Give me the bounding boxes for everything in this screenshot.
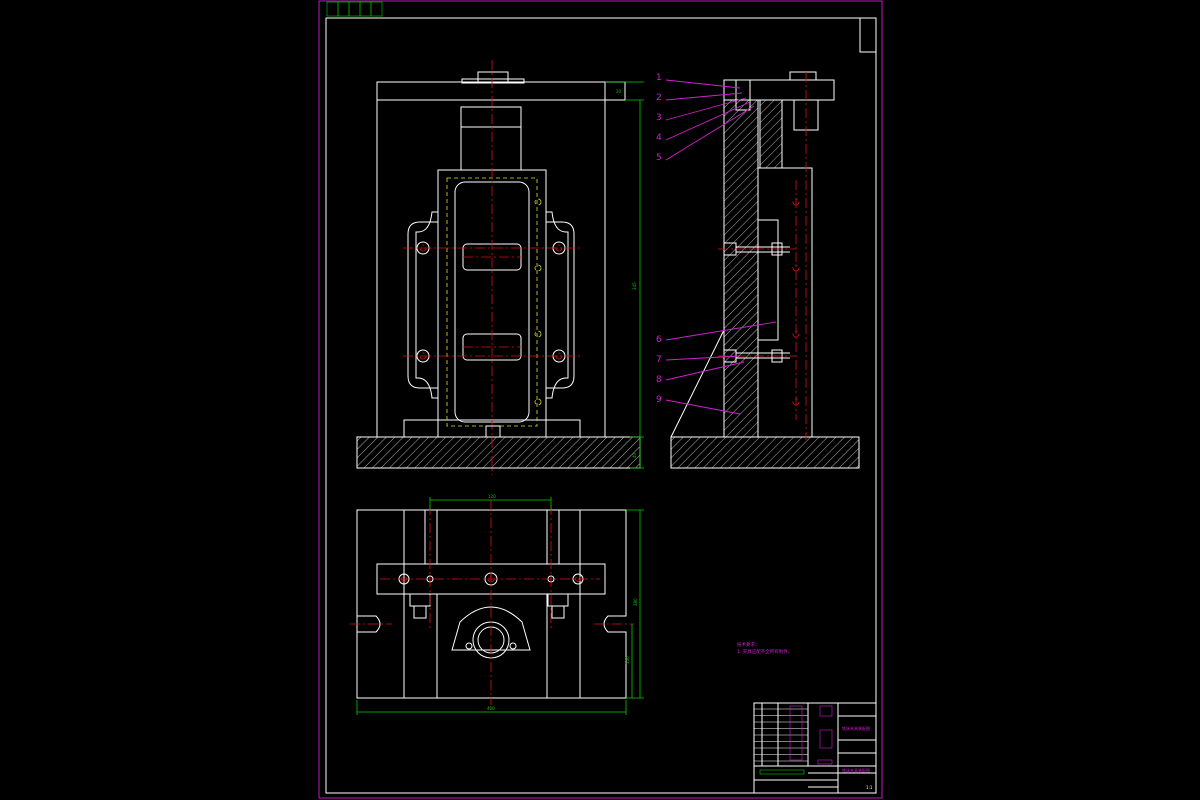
sheet-inner-border bbox=[325, 17, 877, 794]
front-dim-top: 20 bbox=[616, 89, 622, 94]
svg-text:2: 2 bbox=[656, 93, 662, 103]
side-upright-hatch bbox=[723, 99, 759, 438]
side-view: 1 2 3 4 5 6 7 8 9 bbox=[656, 71, 860, 469]
plan-base-outline bbox=[356, 509, 627, 699]
plan-dim-top: 120 bbox=[488, 494, 496, 499]
sheet-corner-mark bbox=[859, 18, 876, 53]
svg-text:技术要求：: 技术要求： bbox=[737, 641, 760, 648]
title-drawing-name-2: 铣床夹具装配图 bbox=[842, 767, 870, 773]
side-hatched-block bbox=[759, 99, 783, 169]
plan-dim-depth: 280 bbox=[633, 598, 638, 606]
front-top-cap bbox=[604, 81, 626, 101]
svg-text:1: 1 bbox=[656, 73, 662, 83]
svg-text:6: 6 bbox=[656, 335, 662, 345]
front-body bbox=[376, 81, 606, 438]
svg-text:7: 7 bbox=[656, 355, 662, 365]
side-body bbox=[757, 167, 813, 438]
front-dim-base: 40 bbox=[632, 452, 637, 458]
title-block: 铣床夹具装配图 铣床夹具装配图 1:1 bbox=[753, 702, 877, 794]
part-labels: 1 2 3 4 5 6 7 8 9 bbox=[656, 73, 662, 405]
title-drawing-name: 铣床夹具装配图 bbox=[842, 725, 870, 731]
plan-dim-half: 130 bbox=[625, 656, 630, 664]
sheet-corner-label bbox=[326, 1, 383, 17]
front-clamp-column bbox=[460, 106, 522, 128]
side-top-clamp bbox=[723, 79, 835, 101]
svg-text:8: 8 bbox=[656, 375, 662, 385]
front-right-ear bbox=[546, 221, 575, 389]
title-scale: 1:1 bbox=[866, 785, 873, 790]
front-base-hatch bbox=[356, 436, 641, 469]
technical-notes: 技术要求： 1. 夹具应配齐全所有附件。 bbox=[737, 641, 792, 655]
front-fasteners bbox=[534, 198, 542, 406]
svg-text:3: 3 bbox=[656, 113, 662, 123]
svg-text:9: 9 bbox=[656, 395, 662, 405]
svg-text:4: 4 bbox=[656, 133, 662, 143]
svg-text:1. 夹具应配齐全所有附件。: 1. 夹具应配齐全所有附件。 bbox=[737, 648, 792, 655]
title-block-rows bbox=[754, 708, 808, 762]
front-view: 345 20 40 bbox=[356, 60, 644, 475]
sheet-outer-border bbox=[318, 0, 883, 799]
part-leaders bbox=[665, 79, 777, 415]
front-left-ear bbox=[407, 221, 438, 389]
plan-v-block bbox=[451, 606, 531, 651]
plan-dim-width: 400 bbox=[487, 706, 495, 711]
front-top-bolt bbox=[477, 71, 509, 83]
svg-text:5: 5 bbox=[656, 153, 662, 163]
side-base-hatch bbox=[670, 436, 860, 469]
front-dim-height: 345 bbox=[632, 282, 637, 290]
plan-view: 120 400 280 130 bbox=[350, 494, 644, 715]
